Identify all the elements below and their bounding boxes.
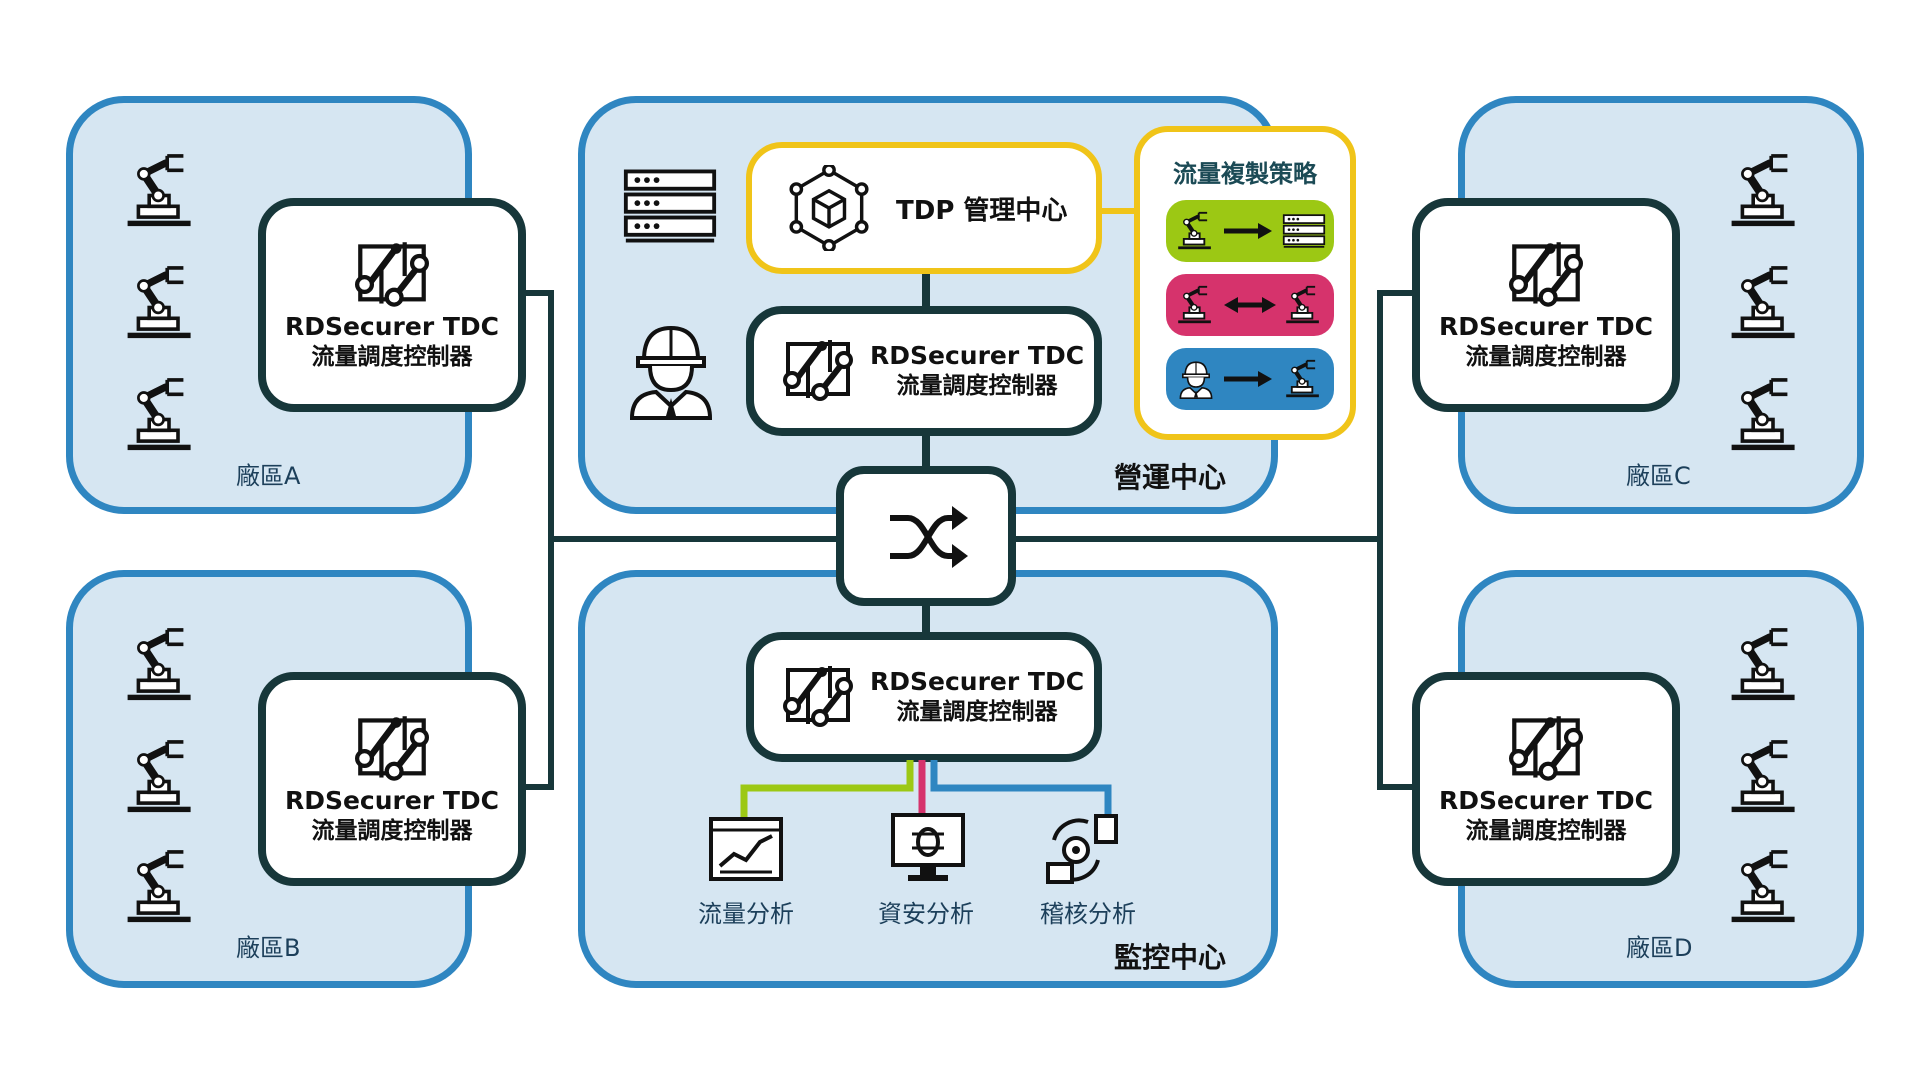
wire-tdp-tdc — [922, 270, 930, 312]
zone-c-label: 廠區C — [1626, 462, 1691, 490]
tdc-title: RDSecurer TDC — [870, 341, 1085, 370]
wire-right-c — [1377, 290, 1417, 296]
tdc-controller-c[interactable]: RDSecurer TDC 流量調度控制器 — [1412, 198, 1680, 412]
tdc-title: RDSecurer TDC — [284, 312, 500, 341]
policy-robot-to-robot[interactable] — [1166, 274, 1334, 336]
tdp-label: TDP 管理中心 — [896, 195, 1068, 226]
robot-arm-icon — [1176, 284, 1214, 326]
robot-arm-icon — [1728, 374, 1800, 456]
tdc-controller-icon — [349, 712, 435, 786]
shuffle-icon — [890, 506, 968, 568]
robot-arm-icon — [124, 846, 196, 928]
tdc-controller-operations[interactable]: RDSecurer TDC 流量調度控制器 — [746, 306, 1102, 436]
wire-tdp-policy — [1100, 208, 1140, 214]
robot-arm-icon — [1728, 262, 1800, 344]
policy-engineer-to-robot[interactable] — [1166, 348, 1334, 410]
robot-arm-icon — [1176, 210, 1214, 252]
robot-arm-icon — [124, 262, 196, 344]
traffic-analysis-label: 流量分析 — [698, 900, 794, 928]
audit-gear-document-icon[interactable] — [1044, 812, 1120, 884]
tdc-controller-b[interactable]: RDSecurer TDC 流量調度控制器 — [258, 672, 526, 886]
robot-arm-icon — [124, 150, 196, 232]
tdc-controller-a[interactable]: RDSecurer TDC 流量調度控制器 — [258, 198, 526, 412]
tdc-controller-icon — [1503, 712, 1589, 786]
tdc-controller-icon — [778, 336, 858, 406]
server-rack-icon — [1282, 212, 1326, 250]
cube-network-icon — [786, 165, 872, 251]
tdc-title: RDSecurer TDC — [1438, 312, 1654, 341]
robot-arm-icon — [1728, 846, 1800, 928]
security-monitor-bug-icon[interactable] — [890, 812, 966, 884]
traffic-replication-policy: 流量複製策略 — [1134, 126, 1356, 440]
tdc-title: RDSecurer TDC — [284, 786, 500, 815]
wire-switch-mon-tdc — [922, 598, 930, 638]
tdc-controller-monitoring[interactable]: RDSecurer TDC 流量調度控制器 — [746, 632, 1102, 762]
tdc-subtitle: 流量調度控制器 — [896, 373, 1058, 399]
wire-ops-tdc-switch — [922, 430, 930, 470]
policy-title: 流量複製策略 — [1173, 160, 1317, 188]
zone-operations-label: 營運中心 — [1114, 461, 1227, 494]
zone-monitoring-label: 監控中心 — [1114, 941, 1227, 974]
engineer-icon — [1178, 358, 1214, 400]
tdc-controller-icon — [349, 238, 435, 312]
tdc-title: RDSecurer TDC — [870, 667, 1085, 696]
tdc-subtitle: 流量調度控制器 — [311, 818, 473, 844]
traffic-chart-icon[interactable] — [708, 816, 784, 882]
zone-d-label: 廠區D — [1626, 934, 1693, 962]
tdc-controller-d[interactable]: RDSecurer TDC 流量調度控制器 — [1412, 672, 1680, 886]
arrow-bidirectional-icon — [1224, 297, 1276, 313]
wire-left-a — [520, 290, 554, 296]
policy-robot-to-server[interactable] — [1166, 200, 1334, 262]
audit-analysis-label: 稽核分析 — [1040, 900, 1136, 928]
robot-arm-icon — [1728, 736, 1800, 818]
wire-right-d — [1377, 784, 1417, 790]
arrow-right-icon — [1224, 371, 1272, 387]
tdc-subtitle: 流量調度控制器 — [311, 344, 473, 370]
server-rack-icon — [622, 166, 718, 246]
robot-arm-icon — [124, 374, 196, 456]
tdc-subtitle: 流量調度控制器 — [896, 699, 1058, 725]
tdp-management-center[interactable]: TDP 管理中心 — [746, 142, 1102, 274]
engineer-icon — [626, 318, 716, 422]
robot-arm-icon — [1728, 624, 1800, 706]
tdc-subtitle: 流量調度控制器 — [1465, 818, 1627, 844]
robot-arm-icon — [124, 736, 196, 818]
zone-b-label: 廠區B — [236, 934, 301, 962]
robot-arm-icon — [1284, 284, 1322, 326]
zone-a-label: 廠區A — [236, 462, 301, 490]
tdc-controller-icon — [778, 662, 858, 732]
robot-arm-icon — [1284, 358, 1322, 400]
robot-arm-icon — [1728, 150, 1800, 232]
arrow-right-icon — [1224, 223, 1272, 239]
tdc-controller-icon — [1503, 238, 1589, 312]
analysis-path-lines — [740, 760, 1112, 822]
wire-left-horizontal — [548, 536, 838, 542]
tdc-subtitle: 流量調度控制器 — [1465, 344, 1627, 370]
wire-left-b — [520, 784, 554, 790]
tdc-title: RDSecurer TDC — [1438, 786, 1654, 815]
security-analysis-label: 資安分析 — [878, 900, 974, 928]
wire-right-horizontal — [1008, 536, 1383, 542]
robot-arm-icon — [124, 624, 196, 706]
network-switch[interactable] — [836, 466, 1016, 606]
